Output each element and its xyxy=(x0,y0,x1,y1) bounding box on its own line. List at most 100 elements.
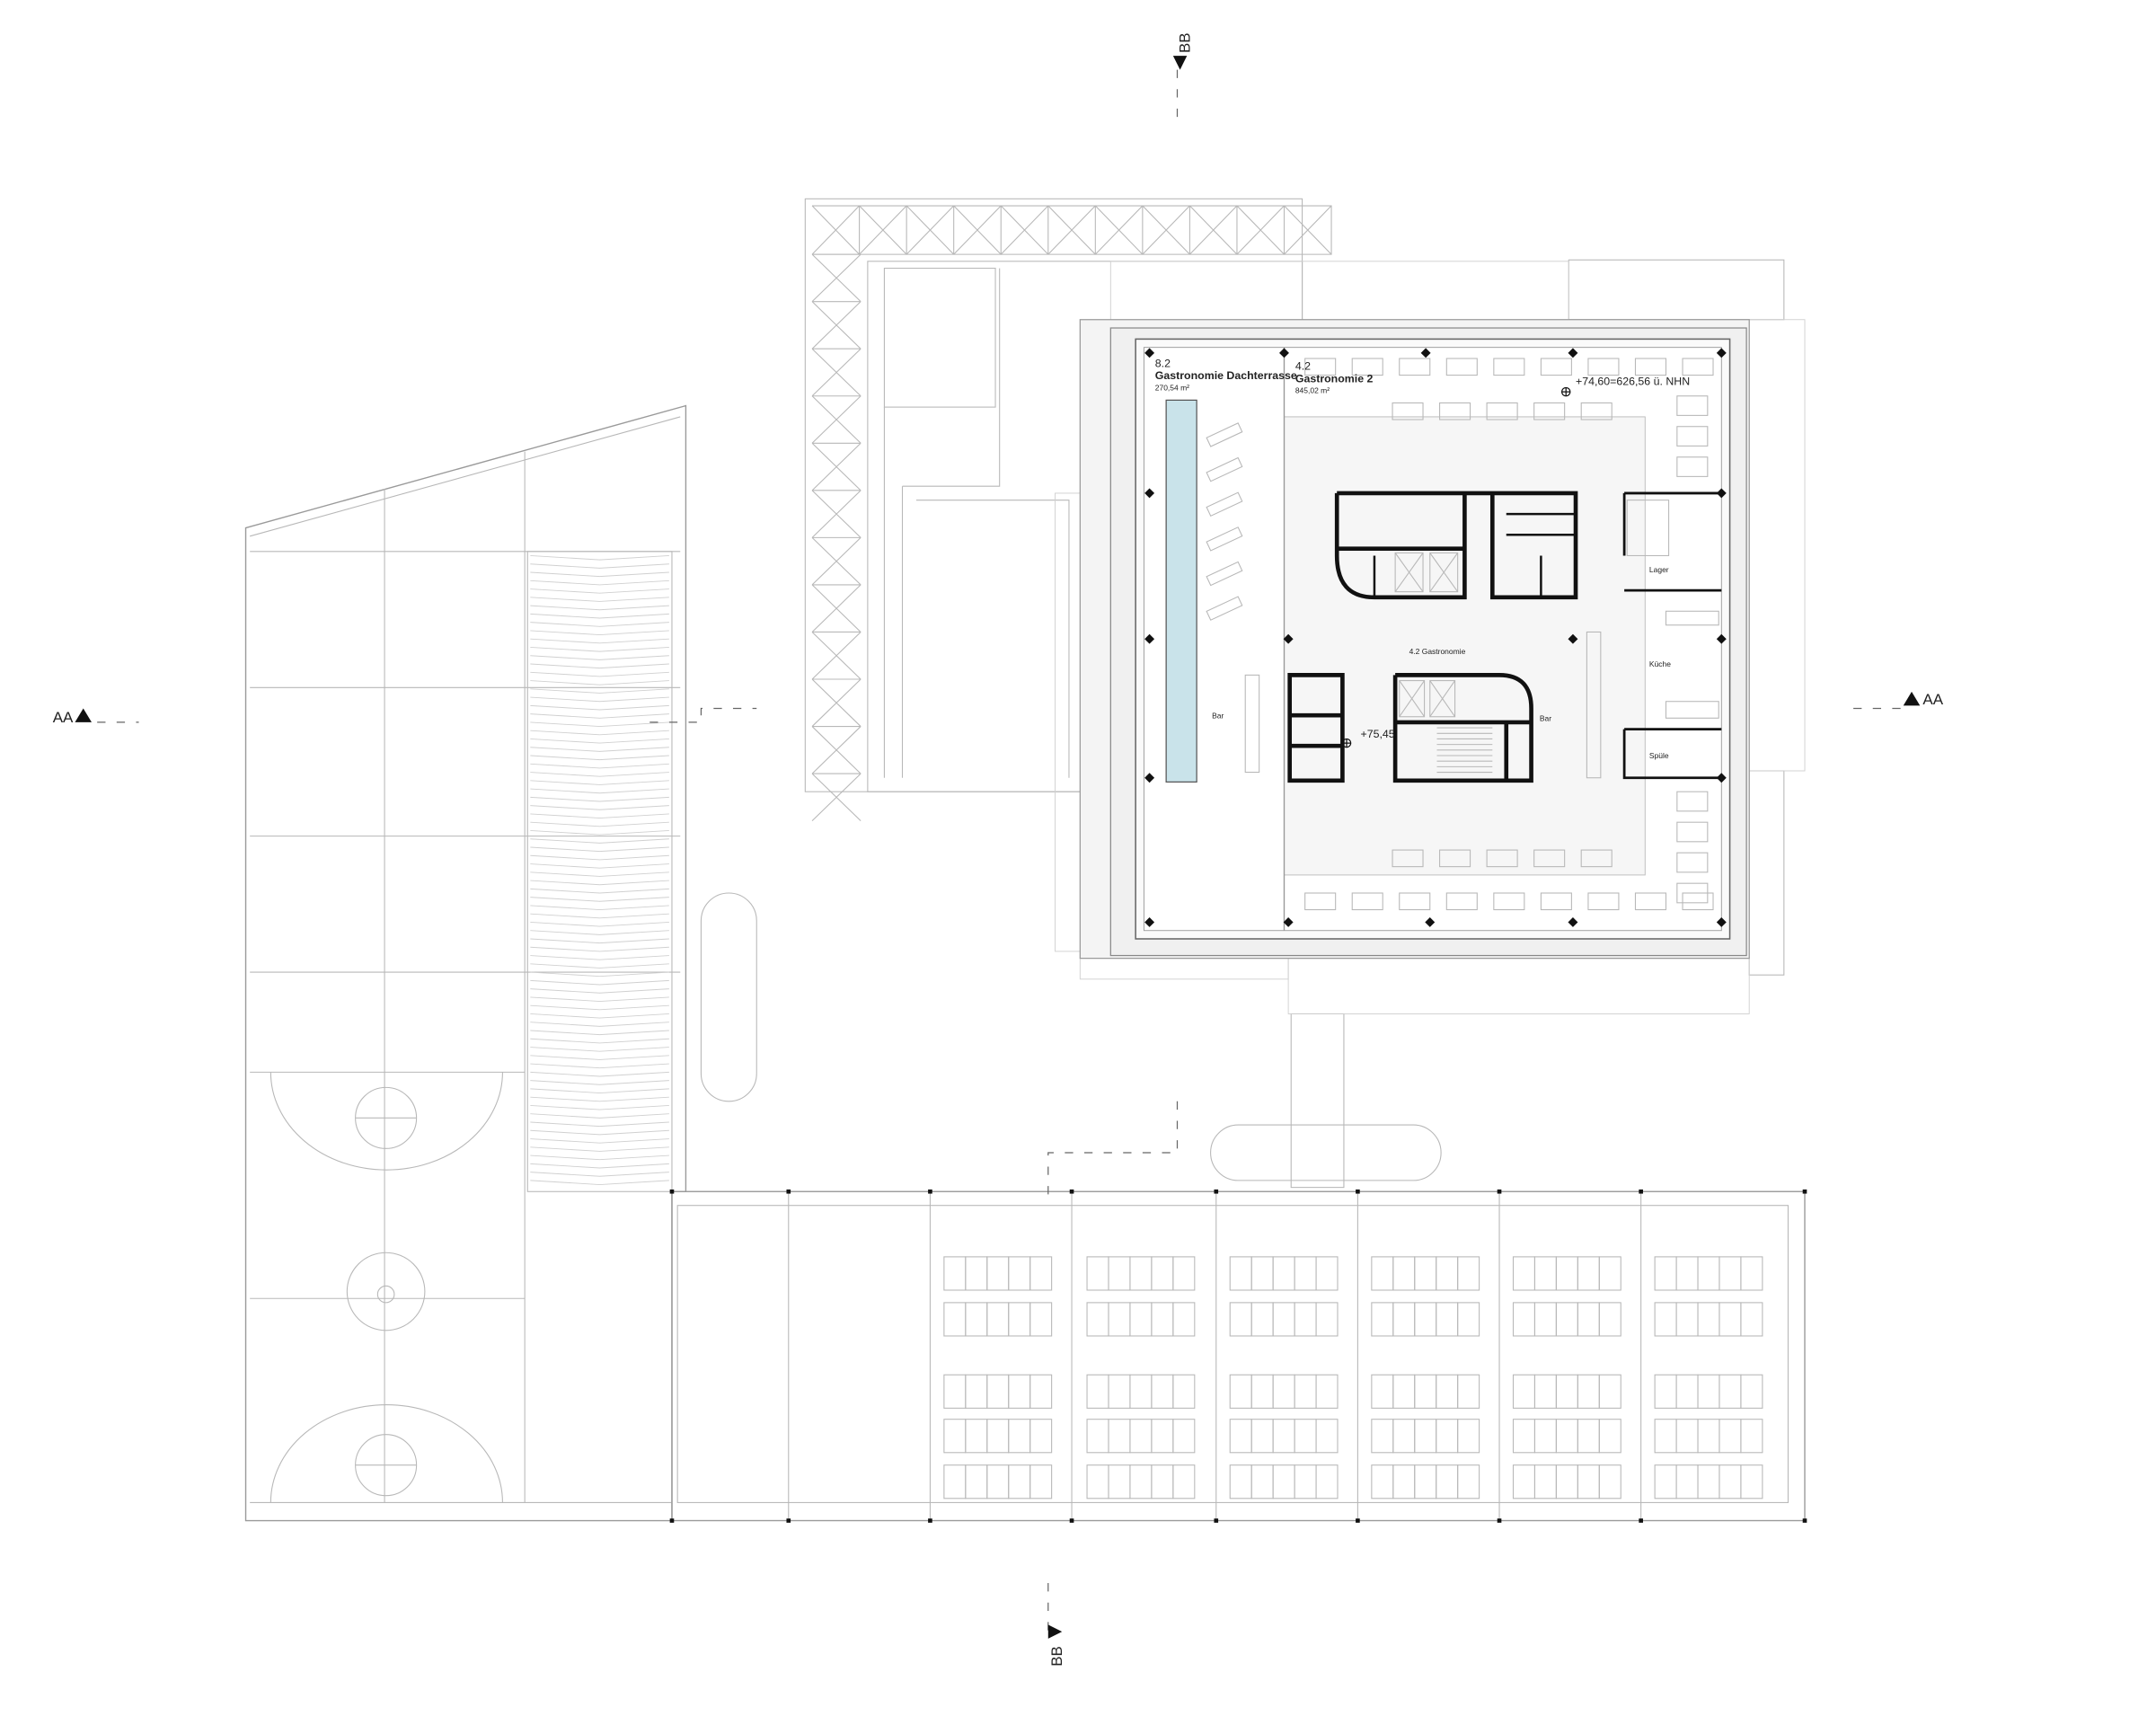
parking-space xyxy=(1654,1256,1677,1291)
parking-space xyxy=(1086,1256,1109,1291)
ramp-stripe xyxy=(530,780,669,785)
parking-space xyxy=(1654,1302,1677,1337)
parking-space xyxy=(1229,1419,1252,1454)
parking-space xyxy=(1086,1374,1109,1409)
ramp-stripe xyxy=(530,988,669,994)
parking-space xyxy=(1108,1256,1131,1291)
table xyxy=(1676,456,1709,477)
table xyxy=(1445,892,1478,911)
sun-lounger xyxy=(1206,456,1243,482)
column xyxy=(1425,916,1436,927)
table xyxy=(1493,358,1525,376)
truss-segment xyxy=(811,726,862,774)
parking-space xyxy=(1108,1302,1131,1337)
table xyxy=(1587,358,1620,376)
parking-space xyxy=(986,1256,1010,1291)
column xyxy=(786,1518,791,1523)
parking-space xyxy=(1533,1374,1557,1409)
parking-space xyxy=(1172,1419,1196,1454)
column xyxy=(1356,1189,1360,1194)
sports-hall xyxy=(244,404,687,1522)
column xyxy=(928,1189,932,1194)
ramp-stripe xyxy=(530,1138,669,1144)
ramp-stripe xyxy=(530,888,669,894)
column xyxy=(1497,1189,1502,1194)
column xyxy=(669,1189,675,1194)
parking-space xyxy=(1457,1464,1480,1499)
column xyxy=(1144,916,1155,927)
ramp-stripe xyxy=(530,605,669,611)
room-label-spuele: Spüle xyxy=(1649,751,1669,760)
parking-space xyxy=(1654,1464,1677,1499)
parking-space xyxy=(1555,1419,1578,1454)
truss-segment xyxy=(811,584,862,632)
parking-space xyxy=(1533,1419,1557,1454)
truss-segment xyxy=(1142,205,1190,255)
ramp-stripe xyxy=(530,897,669,902)
table xyxy=(1486,849,1518,868)
parking-space xyxy=(1272,1464,1295,1499)
ramp-stripe xyxy=(530,863,669,869)
parking-space xyxy=(1740,1419,1763,1454)
parking-space xyxy=(1533,1302,1557,1337)
ramp-stripe xyxy=(530,821,669,827)
sun-lounger xyxy=(1206,526,1243,552)
ramp-stripe xyxy=(530,1113,669,1119)
table xyxy=(1676,852,1709,873)
ramp-stripe xyxy=(530,846,669,853)
lower-core xyxy=(1287,673,1533,783)
ramp-stripe xyxy=(530,1096,669,1102)
ramp-stripe xyxy=(530,838,669,844)
ramp-stripe xyxy=(530,738,669,744)
table xyxy=(1493,892,1525,911)
parking-space xyxy=(1512,1302,1535,1337)
parking-building xyxy=(669,1189,1807,1523)
ramp-stripe xyxy=(530,655,669,660)
table xyxy=(1540,892,1572,911)
table xyxy=(1587,892,1620,911)
sun-lounger xyxy=(1206,491,1243,518)
truss-segment xyxy=(811,536,862,586)
parking-space xyxy=(1697,1302,1720,1337)
ramp-stripe xyxy=(530,1129,669,1136)
table xyxy=(1351,892,1383,911)
level-annotation-core: +75,45 xyxy=(1360,728,1394,740)
ramp-stripe xyxy=(530,763,669,769)
ramp-stripe xyxy=(530,1104,669,1110)
table xyxy=(1676,395,1709,416)
ramp-stripe xyxy=(530,696,669,703)
parking-space xyxy=(1108,1419,1131,1454)
ramp-stripe xyxy=(530,854,669,861)
parking-space xyxy=(965,1256,988,1291)
parking-space xyxy=(1250,1419,1274,1454)
parking-space xyxy=(1272,1419,1295,1454)
table xyxy=(1304,892,1337,911)
parking-space xyxy=(1294,1419,1317,1454)
parking-space xyxy=(1250,1464,1274,1499)
level-marker-icon xyxy=(1341,738,1352,748)
parking-space xyxy=(1086,1419,1109,1454)
table xyxy=(1486,402,1518,420)
parking-space xyxy=(1436,1302,1459,1337)
parking-space xyxy=(1151,1302,1174,1337)
parking-space xyxy=(1577,1419,1600,1454)
parking-space xyxy=(1598,1302,1621,1337)
column xyxy=(1802,1518,1807,1523)
truss-segment xyxy=(906,205,955,255)
parking-space xyxy=(1555,1374,1578,1409)
ramp-stripe xyxy=(530,721,669,728)
parking-space xyxy=(1719,1419,1742,1454)
ramp-stripe xyxy=(530,905,669,911)
parking-space xyxy=(1229,1302,1252,1337)
parking-space xyxy=(1008,1302,1031,1337)
column xyxy=(1283,633,1294,644)
level-marker-icon xyxy=(1560,386,1571,397)
room-label-gastro: 4.2 Gastronomie 2 845,02 m² xyxy=(1295,359,1374,394)
ramp-stripe xyxy=(530,1063,669,1069)
parking-space xyxy=(1436,1256,1459,1291)
ramp-stripe xyxy=(530,1121,669,1128)
truss-segment xyxy=(1284,205,1332,255)
parking-space xyxy=(1272,1374,1295,1409)
ramp-stripe xyxy=(530,555,669,561)
parking-space xyxy=(1315,1256,1339,1291)
